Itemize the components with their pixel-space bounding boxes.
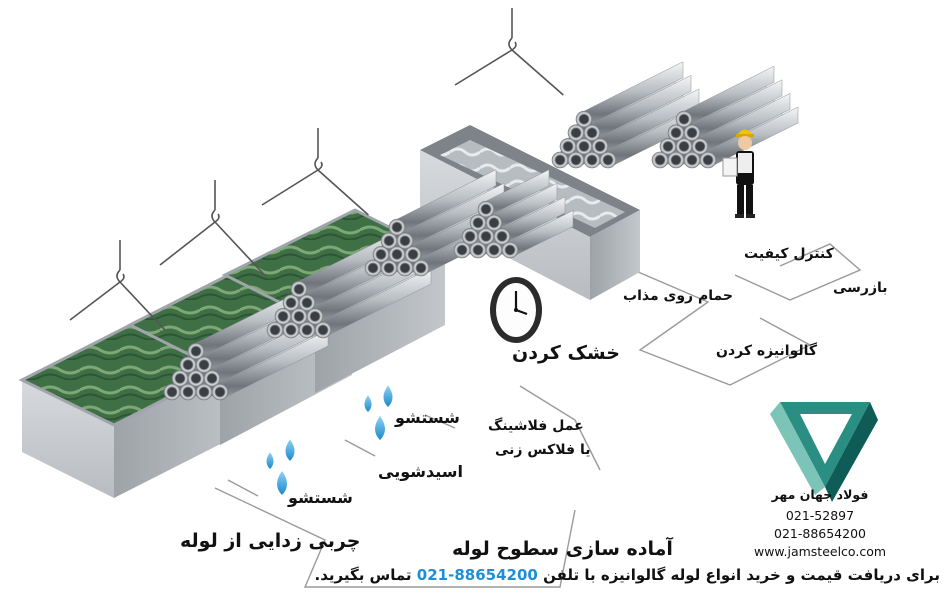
footer-call-to-action: برای دریافت قیمت و خرید انواع لوله گالوا… (300, 566, 940, 596)
label-rinse-2: شستشو (395, 408, 460, 427)
pipe-bundles (163, 61, 799, 401)
hook-icon (159, 180, 266, 276)
hook-icon (69, 240, 166, 331)
water-drops (266, 385, 393, 495)
water-drop-icon (277, 471, 287, 495)
pipe-bundle-5 (551, 61, 708, 169)
label-flux-2: یا فلاکس زنی (495, 442, 591, 458)
label-drying: خشک کردن (512, 342, 620, 364)
company-name: فولاد جهان مهر (771, 487, 869, 502)
label-inspection: بازرسی (833, 280, 888, 296)
label-surface-prep: آماده سازی سطوح لوله (452, 538, 673, 560)
guide-lines (214, 243, 862, 588)
company-logo (770, 402, 878, 502)
label-qc: کنترل کیفیت (744, 246, 834, 262)
label-flux-1: عمل فلاشینگ (488, 418, 584, 434)
water-drop-icon (383, 385, 393, 407)
label-degrease: چربی زدایی از لوله (180, 530, 361, 552)
label-acid: اسیدشویی (378, 462, 463, 481)
company-phone-2: 021-88654200 (774, 526, 866, 541)
water-drop-icon (375, 416, 385, 440)
pipe-bundle-4 (453, 169, 574, 259)
clock-icon (490, 277, 542, 343)
inspector-figure (722, 129, 755, 218)
hook-icon (261, 128, 369, 216)
label-galvanize: گالوانیزه کردن (716, 343, 818, 359)
footer-phone[interactable]: 021-88654200 (416, 566, 538, 584)
footer-text-before: برای دریافت قیمت و خرید انواع لوله گالوا… (543, 566, 940, 584)
water-drop-icon (364, 395, 372, 412)
footer-text-after: تماس بگیرید. (314, 566, 412, 584)
water-drop-icon (285, 439, 295, 461)
company-phone-1: 021-52897 (785, 508, 855, 523)
label-bath: حمام روی مذاب (623, 288, 733, 304)
pipe-bundle-6 (651, 65, 799, 169)
label-rinse-1: شستشو (288, 488, 353, 507)
crane-hooks (69, 8, 564, 331)
hook-icon (454, 8, 564, 96)
company-website[interactable]: www.jamsteelco.com (753, 544, 887, 559)
water-drop-icon (266, 452, 274, 469)
